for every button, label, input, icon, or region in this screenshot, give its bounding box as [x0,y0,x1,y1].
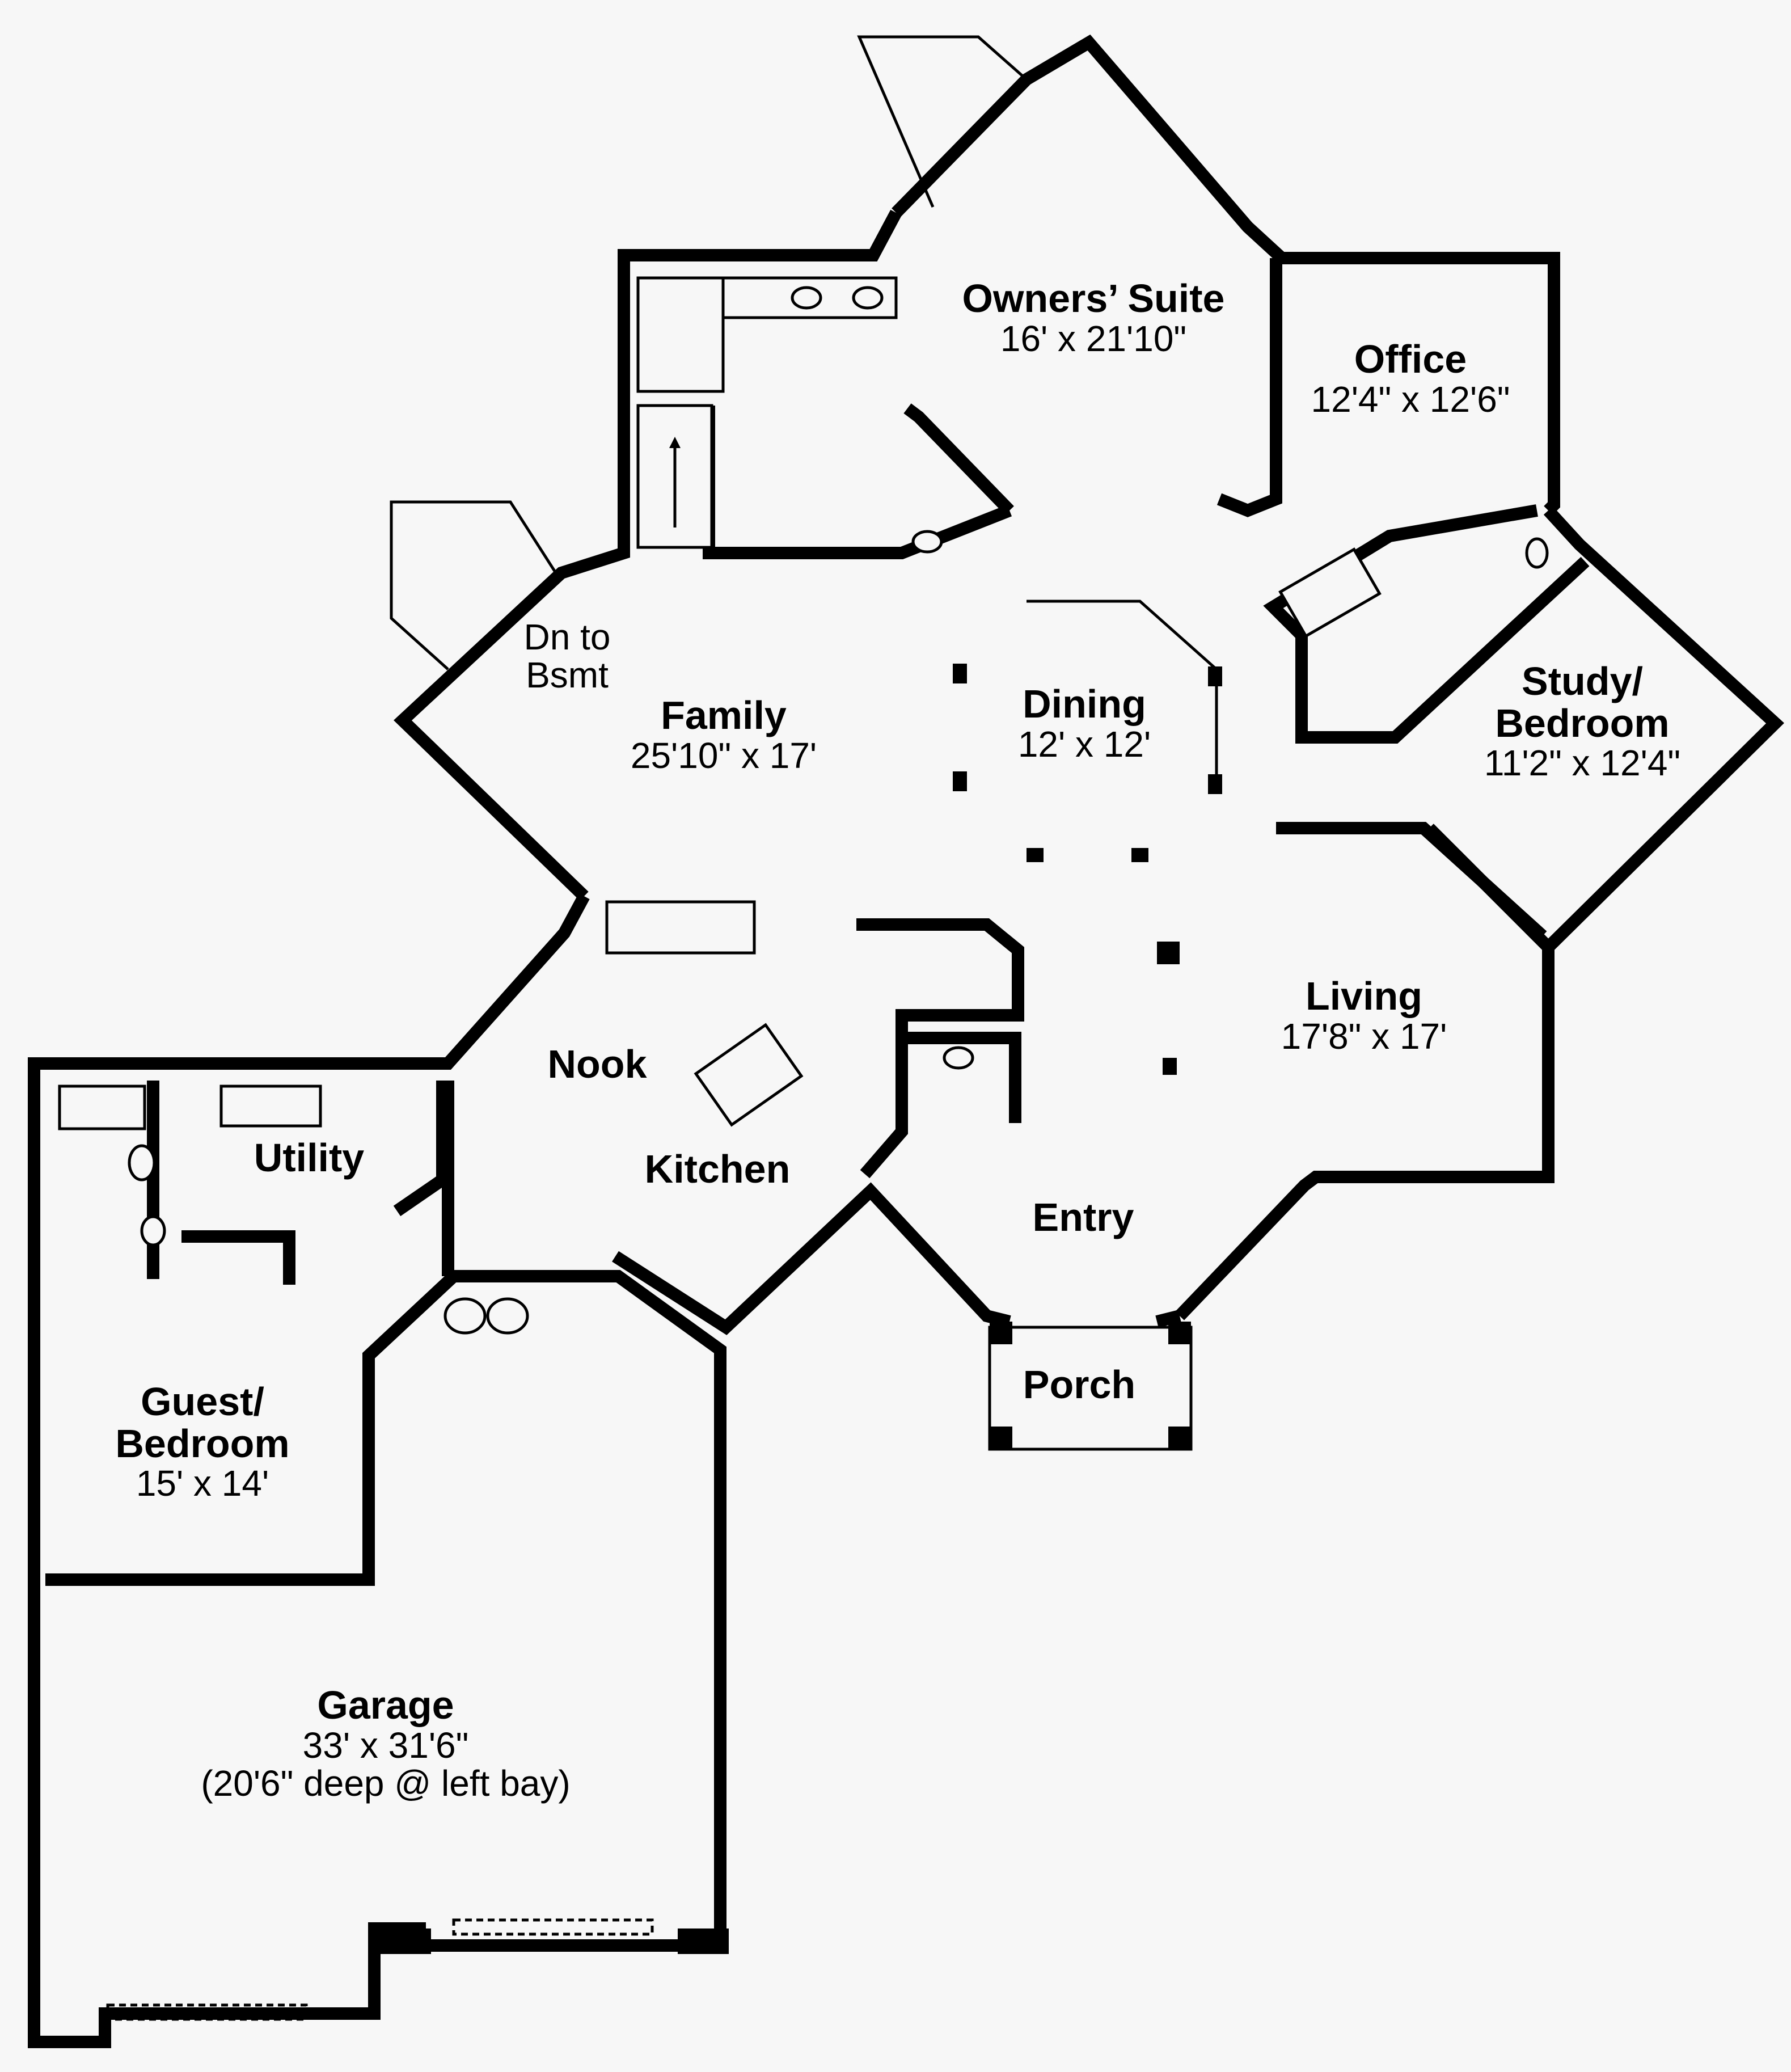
interior-walls [147,258,1590,1285]
room-living: Living 17'8" x 17' [1281,974,1447,1057]
room-dimensions: 17'8" x 17' [1281,1015,1447,1057]
room-guest-bedroom: Guest/ Bedroom 15' x 14' [115,1381,289,1503]
room-entry: Entry [1032,1195,1134,1239]
stair-note: Dn to Bsmt [524,618,611,694]
stair-note-line2: Bsmt [526,655,609,696]
room-dimensions: 11'2" x 12'4" [1484,742,1681,783]
room-dimensions: 12' x 12' [1017,723,1151,765]
garage-doors [106,1918,729,2021]
room-family: Family 25'10" x 17' [630,693,817,776]
room-dimensions: 15' x 14' [136,1463,269,1504]
room-name: Nook [547,1042,647,1086]
room-name-line2: Bedroom [1495,700,1670,745]
room-dimensions: 33' x 31'6" [302,1724,469,1766]
room-nook: Nook [547,1042,647,1086]
porch-structure [988,1322,1193,1451]
room-porch: Porch [1023,1364,1135,1406]
room-garage: Garage 33' x 31'6" (20'6" deep @ left ba… [201,1683,571,1804]
room-name: Living [1305,974,1423,1018]
room-name-line1: Guest/ [141,1379,264,1424]
room-name: Garage [317,1683,454,1727]
room-name: Dining [1023,682,1146,726]
room-owners-suite: Owners’ Suite 16' x 21'10" [962,276,1225,359]
stair-note-line1: Dn to [523,617,611,657]
room-office: Office 12'4" x 12'6" [1311,337,1510,420]
room-name: Porch [1023,1362,1136,1407]
room-name: Family [661,693,787,737]
fixtures [58,276,1549,1335]
room-name: Kitchen [644,1147,791,1191]
room-dimensions: 12'4" x 12'6" [1311,378,1510,420]
columns [953,664,1222,1075]
room-name: Entry [1032,1195,1134,1239]
room-name: Office [1354,337,1467,381]
room-dining: Dining 12' x 12' [1018,683,1151,763]
room-study-bedroom: Study/ Bedroom 11'2" x 12'4" [1484,659,1681,783]
room-name: Utility [254,1136,365,1180]
room-dimensions-note: (20'6" deep @ left bay) [201,1762,571,1804]
room-name-line1: Study/ [1522,659,1643,703]
room-name-line2: Bedroom [115,1421,290,1466]
room-name: Owners’ Suite [962,276,1225,320]
room-dimensions: 16' x 21'10" [1000,318,1187,359]
room-dimensions: 25'10" x 17' [630,735,817,776]
room-utility: Utility [254,1137,364,1179]
stair [636,404,713,549]
room-kitchen: Kitchen [644,1147,791,1191]
